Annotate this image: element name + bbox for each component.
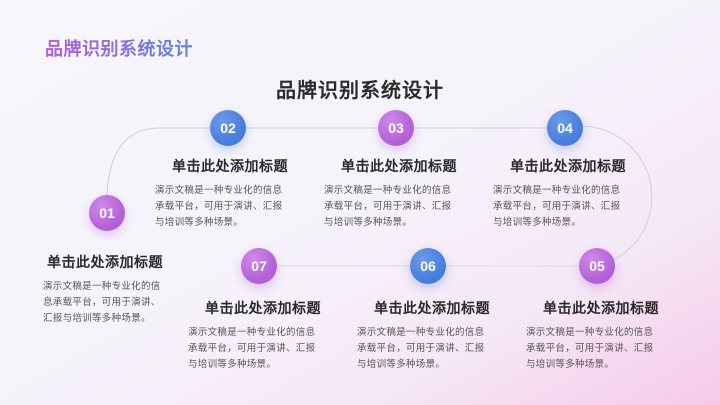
page-title[interactable]: 品牌识别系统设计 — [276, 78, 444, 102]
step-05-card[interactable]: 单击此处添加标题 演示文稿是一种专业化的信息 承载平台，可用于演讲、汇报 与培训… — [526, 298, 676, 373]
step-07-card[interactable]: 单击此处添加标题 演示文稿是一种专业化的信息 承载平台，可用于演讲、汇报 与培训… — [188, 298, 338, 373]
step-05-desc[interactable]: 演示文稿是一种专业化的信息 承载平台，可用于演讲、汇报 与培训等多种场景。 — [526, 327, 654, 370]
step-07-title[interactable]: 单击此处添加标题 — [205, 301, 321, 317]
step-01-desc[interactable]: 演示文稿是一种专业化的信 息承载平台，可用于演讲、 汇报与培训等多种场景。 — [43, 281, 161, 324]
step-04-card[interactable]: 单击此处添加标题 演示文稿是一种专业化的信息 承载平台，可用于演讲、汇报 与培训… — [493, 156, 643, 231]
step-03-title[interactable]: 单击此处添加标题 — [341, 159, 457, 175]
step-01-card[interactable]: 单击此处添加标题 演示文稿是一种专业化的信 息承载平台，可用于演讲、 汇报与培训… — [43, 252, 183, 327]
step-02-title[interactable]: 单击此处添加标题 — [172, 159, 288, 175]
step-06-desc[interactable]: 演示文稿是一种专业化的信息 承载平台，可用于演讲、汇报 与培训等多种场景。 — [357, 327, 485, 370]
step-01-badge[interactable]: 01 — [89, 195, 125, 231]
step-06-badge[interactable]: 06 — [410, 248, 446, 284]
corner-title[interactable]: 品牌识别系统设计 — [45, 35, 193, 61]
step-06-card[interactable]: 单击此处添加标题 演示文稿是一种专业化的信息 承载平台，可用于演讲、汇报 与培训… — [357, 298, 507, 373]
step-07-badge[interactable]: 07 — [241, 248, 277, 284]
step-02-card[interactable]: 单击此处添加标题 演示文稿是一种专业化的信息 承载平台，可用于演讲、汇报 与培训… — [155, 156, 305, 231]
step-01-title[interactable]: 单击此处添加标题 — [47, 255, 163, 271]
step-04-badge[interactable]: 04 — [547, 110, 583, 146]
step-03-card[interactable]: 单击此处添加标题 演示文稿是一种专业化的信息 承载平台，可用于演讲、汇报 与培训… — [324, 156, 474, 231]
step-03-badge[interactable]: 03 — [378, 110, 414, 146]
step-06-title[interactable]: 单击此处添加标题 — [374, 301, 490, 317]
step-02-desc[interactable]: 演示文稿是一种专业化的信息 承载平台，可用于演讲、汇报 与培训等多种场景。 — [155, 185, 283, 228]
step-02-badge[interactable]: 02 — [210, 110, 246, 146]
step-05-badge[interactable]: 05 — [579, 248, 615, 284]
step-07-desc[interactable]: 演示文稿是一种专业化的信息 承载平台，可用于演讲、汇报 与培训等多种场景。 — [188, 327, 316, 370]
step-04-desc[interactable]: 演示文稿是一种专业化的信息 承载平台，可用于演讲、汇报 与培训等多种场景。 — [493, 185, 621, 228]
step-05-title[interactable]: 单击此处添加标题 — [543, 301, 659, 317]
step-04-title[interactable]: 单击此处添加标题 — [510, 159, 626, 175]
step-03-desc[interactable]: 演示文稿是一种专业化的信息 承载平台，可用于演讲、汇报 与培训等多种场景。 — [324, 185, 452, 228]
